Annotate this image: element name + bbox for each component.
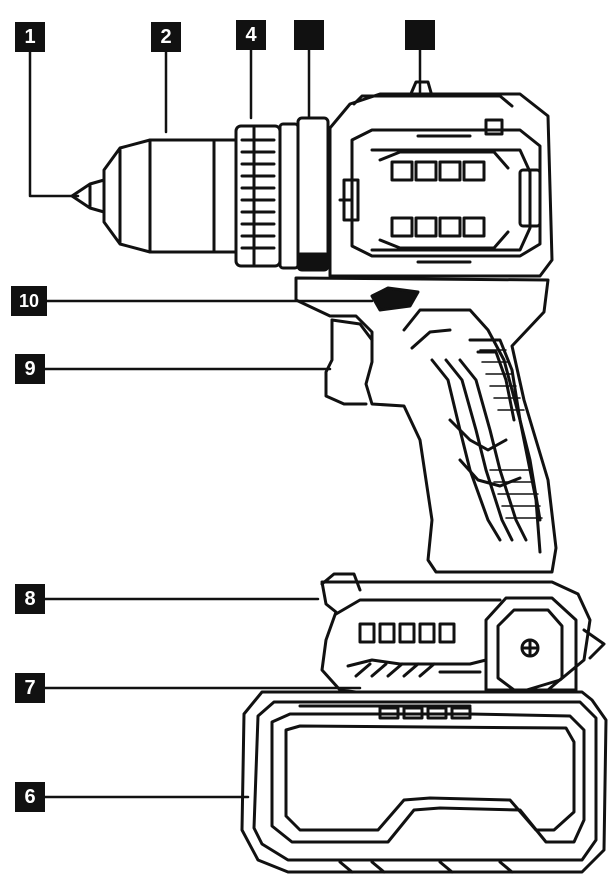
callout-2: 2: [151, 22, 181, 52]
callout-10: 10: [11, 286, 47, 316]
battery-pack: [240, 690, 608, 874]
callout-7: 7: [15, 673, 45, 703]
tool-base: [320, 572, 606, 694]
callout-1: 1: [15, 22, 45, 52]
callout-4: 4: [236, 20, 266, 50]
torque-ring: [234, 124, 282, 268]
speed-collar: [278, 116, 330, 272]
callout-9: 9: [15, 354, 45, 384]
callout-8: 8: [15, 584, 45, 614]
leader-lines: [28, 48, 422, 799]
handle: [294, 276, 558, 574]
callout-6: 6: [15, 782, 45, 812]
chuck: [102, 138, 238, 254]
motor-housing: [328, 80, 554, 278]
grip-texture: [479, 349, 543, 519]
callout-blank-b: [405, 20, 435, 50]
callout-blank-a: [294, 20, 324, 50]
